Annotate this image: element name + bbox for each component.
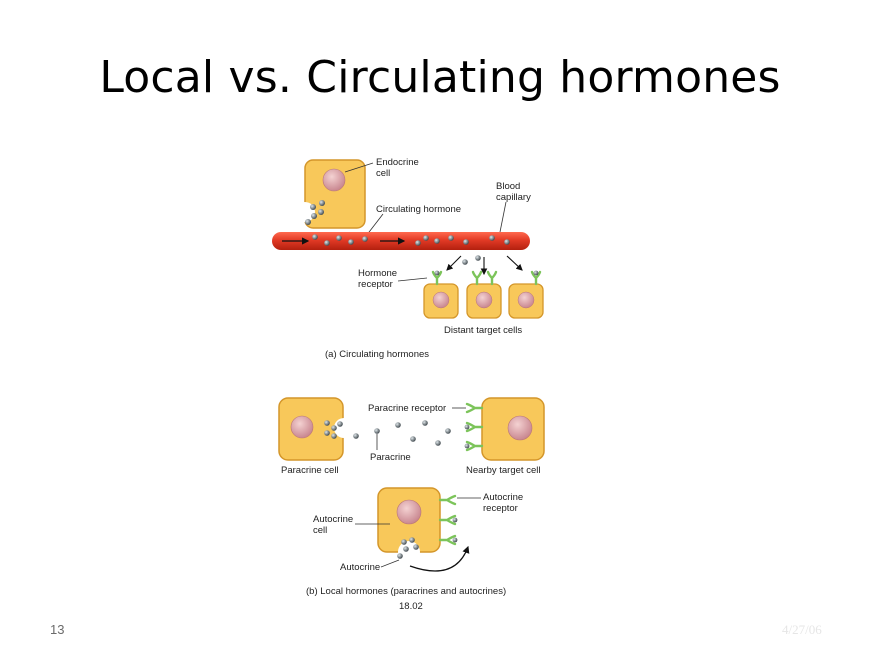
- blood-capillary-label-1: Blood: [496, 181, 520, 192]
- autocrine-receptor-label-1: Autocrine: [483, 492, 523, 503]
- panel-b-caption: (b) Local hormones (paracrines and autoc…: [306, 586, 506, 597]
- autocrine-cell: [377, 487, 458, 563]
- distant-target-cells: [423, 270, 544, 319]
- slide-title: Local vs. Circulating hormones: [99, 52, 781, 103]
- blood-capillary: [272, 232, 530, 250]
- autocrine-cell-label-1: Autocrine: [313, 514, 353, 525]
- paracrine-receptor-label: Paracrine receptor: [368, 403, 446, 414]
- endocrine-cell: [295, 159, 366, 229]
- endocrine-cell-label-2: cell: [376, 168, 390, 179]
- panel-a-circulating: Endocrine cell Circulating hormone Blood…: [272, 157, 544, 360]
- panel-a-caption: (a) Circulating hormones: [325, 349, 429, 360]
- distant-target-cells-label: Distant target cells: [444, 325, 522, 336]
- hormone-receptor-label-2: receptor: [358, 279, 393, 290]
- autocrine-label: Autocrine: [340, 562, 380, 573]
- autocrine-receptor-label-2: receptor: [483, 503, 518, 514]
- blood-capillary-label-2: capillary: [496, 192, 531, 203]
- paracrine-cell-label: Paracrine cell: [281, 465, 339, 476]
- paracrine-label: Paracrine: [370, 452, 411, 463]
- paracrine-molecules: [353, 420, 451, 446]
- nearby-target-cell: [464, 397, 545, 461]
- endocrine-cell-label-1: Endocrine: [376, 157, 419, 168]
- autocrine-cell-label-2: cell: [313, 525, 327, 536]
- panel-b-local: Paracrine cell Paracrine Paracrine recep…: [278, 397, 545, 612]
- target-cell-1: [423, 270, 459, 319]
- paracrine-cell: [278, 397, 354, 461]
- slide-date: 4/27/06: [782, 622, 822, 637]
- hormone-receptor-label-1: Hormone: [358, 268, 397, 279]
- nearby-target-cell-label: Nearby target cell: [466, 465, 540, 476]
- target-cell-3: [508, 270, 544, 319]
- figure-id: 18.02: [399, 601, 423, 612]
- circulating-hormone-label: Circulating hormone: [376, 204, 461, 215]
- target-cell-2: [466, 270, 502, 319]
- slide-number: 13: [50, 622, 65, 637]
